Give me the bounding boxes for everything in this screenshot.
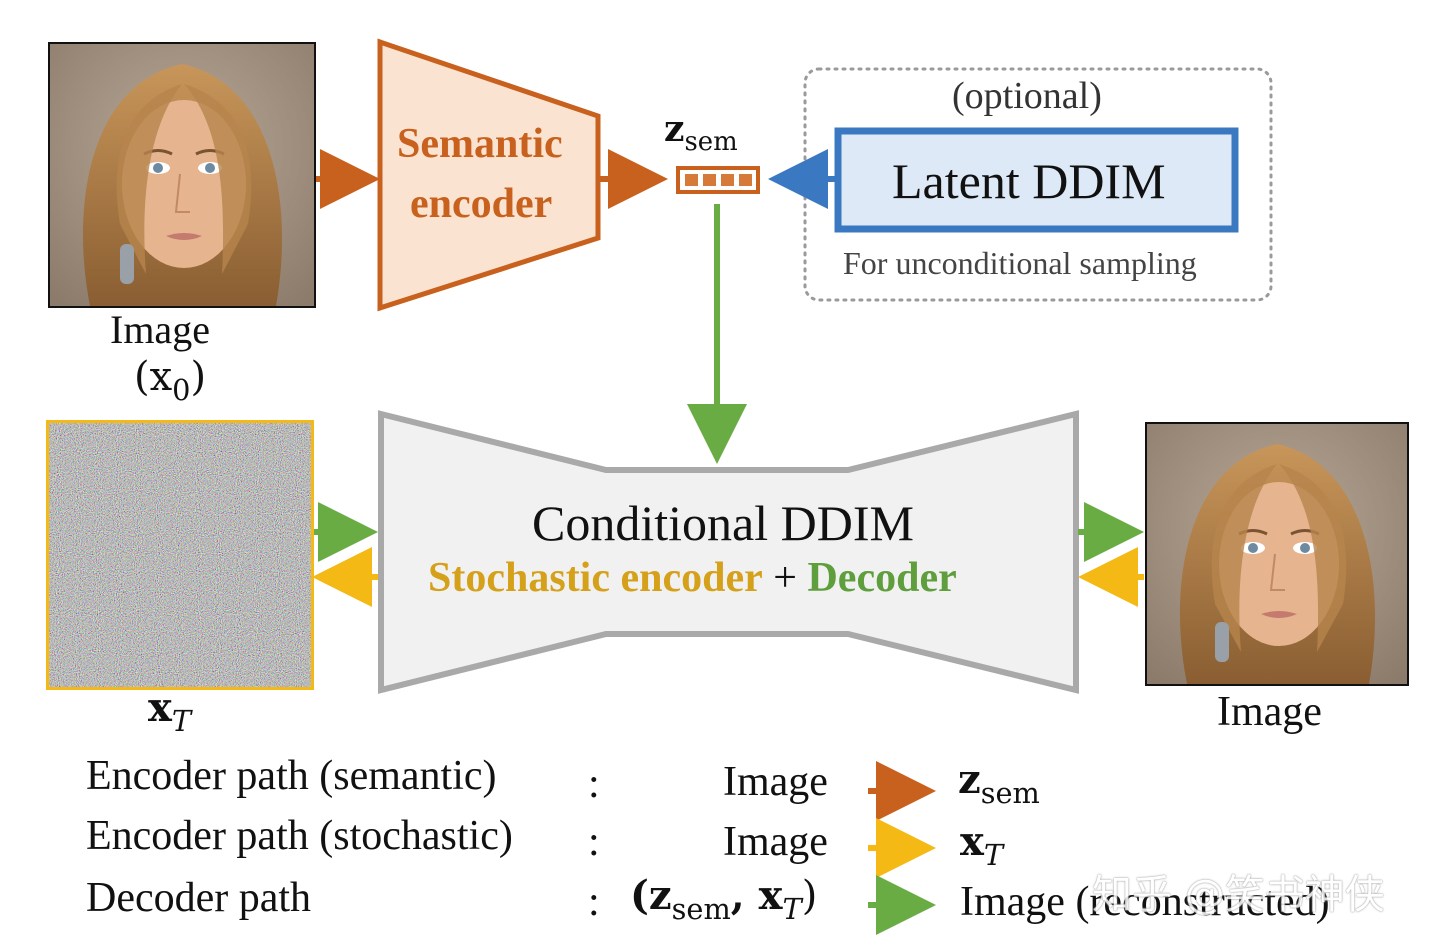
- x0-close: ): [190, 354, 207, 400]
- legend-decoder-from-post: ): [801, 873, 818, 919]
- optional-label: (optional): [952, 75, 1102, 117]
- zsem-label: zsem: [664, 108, 738, 157]
- legend-stochastic-colon: :: [588, 819, 600, 865]
- x0-open: (x: [134, 354, 173, 400]
- conditional-ddim-subtitle: Stochastic encoder + Decoder: [428, 554, 957, 602]
- legend-decoder-from: (zsem, xT): [630, 872, 817, 926]
- legend-semantic-to-sub: sem: [980, 776, 1040, 811]
- legend-stochastic-name: Encoder path (stochastic): [86, 813, 513, 859]
- zsem-subscript: sem: [684, 127, 738, 158]
- x0-label: (x0): [134, 354, 206, 407]
- legend-stochastic-to-main: x: [960, 818, 984, 865]
- legend-decoder-name: Decoder path: [86, 875, 312, 921]
- xT-subscript: T: [171, 704, 192, 739]
- legend-stochastic-to: xT: [960, 818, 1003, 872]
- x0-subscript: 0: [172, 373, 191, 408]
- zsem-main: z: [664, 108, 685, 150]
- legend-decoder-from-sub1: sem: [671, 892, 731, 927]
- conditional-ddim-label: Conditional DDIM: [532, 495, 914, 551]
- input-face-image: [48, 42, 316, 308]
- legend-semantic-from: Image: [723, 759, 828, 805]
- unconditional-sampling-note: For unconditional sampling: [843, 245, 1197, 281]
- legend-semantic-to: zsem: [958, 756, 1040, 810]
- semantic-encoder-label-line1: Semantic: [397, 121, 563, 167]
- legend-stochastic-from: Image: [723, 819, 828, 865]
- legend-semantic-name: Encoder path (semantic): [86, 753, 497, 799]
- output-image-label: Image: [1217, 689, 1322, 735]
- decoder-label: Decoder: [807, 555, 957, 601]
- legend-decoder-from-mid: , x: [730, 872, 783, 919]
- zsem-vector: [676, 166, 760, 194]
- legend-decoder-from-pre: (z: [630, 872, 672, 919]
- noise-image: [46, 420, 314, 690]
- xT-main: x: [148, 684, 172, 731]
- legend-semantic-to-main: z: [958, 756, 981, 803]
- latent-ddim-label: Latent DDIM: [892, 153, 1166, 209]
- legend-stochastic-to-sub: T: [983, 838, 1004, 873]
- legend-semantic-colon: :: [588, 761, 600, 807]
- semantic-encoder-shape: [377, 38, 601, 312]
- output-face-image: [1145, 422, 1409, 686]
- conditional-ddim-shape: [378, 410, 1079, 694]
- stochastic-encoder-label: Stochastic encoder: [428, 555, 763, 601]
- xT-label: xT: [148, 684, 191, 738]
- legend-decoder-from-sub2: T: [782, 892, 802, 927]
- optional-dotted-box: [803, 67, 1273, 302]
- legend-decoder-to: Image (reconstructed): [960, 879, 1330, 925]
- latent-ddim-box: [834, 127, 1239, 233]
- input-image-label: Image: [110, 307, 210, 352]
- watermark: 知乎 @笑书神侠: [1092, 872, 1385, 918]
- legend-decoder-colon: :: [588, 879, 600, 925]
- plus-sign: +: [773, 555, 797, 601]
- semantic-encoder-label-line2: encoder: [410, 181, 553, 227]
